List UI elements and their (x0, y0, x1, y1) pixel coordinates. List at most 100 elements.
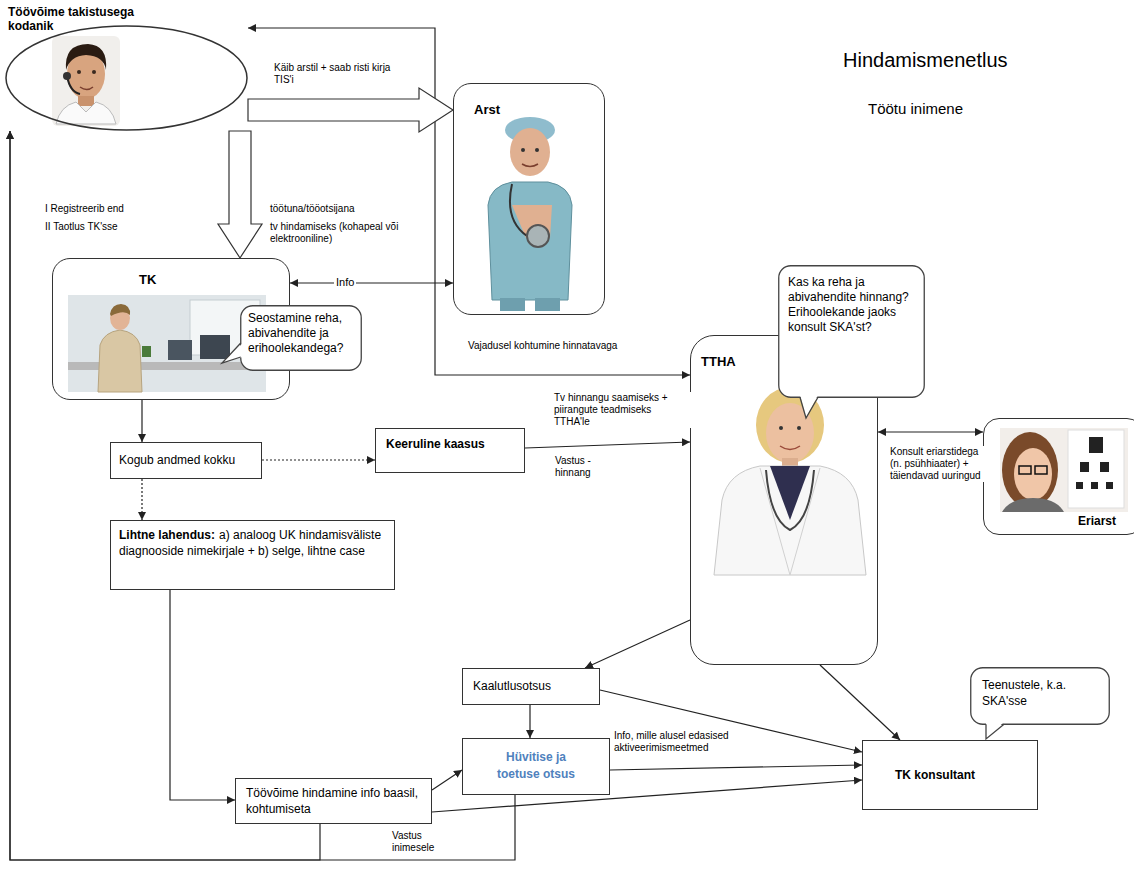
edge-group (10, 28, 983, 860)
lapel (760, 468, 790, 575)
note-label: Töötu inimene (868, 100, 963, 118)
actor-box: Eriarst (983, 418, 1134, 535)
process-box: TK konsultant (862, 740, 1038, 810)
bubble-tail (222, 343, 241, 363)
box-label: Seostamine reha, abivahendite ja erihool… (248, 311, 354, 356)
box-label: Eriarst (1078, 514, 1116, 529)
bubble-tail-fill (800, 395, 818, 418)
ellipse-shape (6, 26, 247, 130)
chart-mark (1106, 482, 1113, 489)
flow-arrow (529, 705, 530, 738)
box-label: Hüvitise ja toetuse otsus (489, 749, 583, 783)
white-coat (714, 466, 866, 575)
note-label: I Registreerib end (45, 203, 124, 215)
box-label: Teenustele, k.a. SKA'sse (982, 677, 1098, 709)
box-label: TK (139, 272, 289, 287)
flow-arrow (820, 665, 900, 740)
face (510, 128, 550, 176)
monitor (200, 335, 230, 359)
process-box: Keeruline kaasus (375, 428, 525, 473)
edge-label: Käib arstil + saab risti kirja TIS'i (272, 62, 394, 86)
dotted-arrow (141, 479, 142, 520)
process-box: Kaalutlusotsus (462, 668, 600, 705)
shoulders (1002, 498, 1064, 512)
hollow-arrow (248, 88, 453, 132)
glasses (1035, 466, 1047, 474)
citizen-photo (52, 36, 120, 126)
flow-arrow (585, 620, 690, 668)
suit (98, 330, 142, 392)
hair (1002, 432, 1058, 508)
leg (535, 298, 560, 311)
box-label: Kas ka reha ja abivahendite hinnang? Eri… (788, 275, 915, 335)
process-box: Lihtne lahendus:a) analoog UK hindamisvä… (110, 520, 395, 590)
speech-bubble: Kas ka reha ja abivahendite hinnang? Eri… (778, 265, 925, 398)
speech-bubble: Seostamine reha, abivahendite ja erihool… (240, 305, 362, 371)
flow-arrow (170, 590, 235, 800)
note-label: töötuna/tööotsijana (270, 203, 355, 215)
specialist-photo (1000, 428, 1128, 512)
neck (78, 96, 94, 106)
leg (500, 298, 525, 311)
box-label: Kaalutlusotsus (473, 679, 589, 694)
bubble-tail (800, 397, 818, 418)
stethoscope-tube (510, 184, 527, 236)
face (1014, 448, 1052, 500)
edge-label: Tv hinnangu saamiseks + piirangute teadm… (552, 392, 691, 428)
chart-mark (1080, 462, 1089, 472)
flow-arrow (290, 282, 453, 283)
chart-mark (1100, 462, 1109, 472)
glasses (1019, 466, 1031, 474)
mouth (780, 446, 800, 450)
edge-label: Vastus inimesele (390, 830, 446, 854)
photo-ground (52, 36, 120, 126)
box-label: Keeruline kaasus (386, 437, 514, 452)
box-label: Arst (474, 102, 584, 117)
speech-bubble: Teenustele, k.a. SKA'sse (970, 667, 1110, 725)
stethoscope (527, 225, 549, 247)
process-box: Töövõime hindamine info baasil, kohtumis… (235, 778, 432, 824)
desk (68, 362, 266, 370)
edge-label: Konsult eriarstidega (n. psühhiaater) + … (888, 446, 984, 482)
hollow-arrow (218, 131, 262, 258)
actor-box: Arst (453, 83, 605, 315)
box-label: Töövõime takistusega kodanik (8, 5, 158, 33)
stethoscope (766, 470, 814, 530)
mug (142, 346, 151, 357)
decision-box: Hüvitise ja toetuse otsus (462, 738, 610, 795)
edge-label: Info, mille alusel edasised aktiveerimis… (612, 730, 754, 754)
box-heading: Lihtne lahendus: (119, 528, 215, 542)
note-label: Vastus - hinnang (555, 455, 605, 479)
actor-ellipse: Töövõime takistusega kodanik (5, 25, 248, 131)
bubble-tail (986, 724, 1004, 739)
eye (521, 148, 525, 152)
dotted-arrow (262, 459, 375, 460)
blouse (770, 466, 810, 520)
office-photo (68, 295, 266, 392)
mouth (522, 164, 538, 167)
flow-arrow (248, 28, 690, 375)
mouth (80, 87, 93, 90)
eye (92, 70, 96, 74)
chart-mark (1089, 437, 1103, 453)
eye (77, 70, 81, 74)
box-label: Kogub andmed kokku (119, 453, 253, 468)
hair (110, 304, 130, 316)
flow-arrow (10, 131, 515, 860)
box-label: TK konsultant (895, 768, 1027, 782)
bubble-body (971, 668, 1110, 725)
chart-mark (1076, 482, 1083, 489)
hair (756, 387, 824, 463)
doctor-photo (488, 117, 572, 311)
hair (66, 44, 106, 70)
lapel (790, 468, 820, 575)
monitor (168, 340, 192, 360)
bubble-body (241, 306, 362, 371)
assessor-photo (714, 387, 866, 575)
flow-arrow (878, 431, 983, 432)
diagram-title: Hindamismenetlus (843, 48, 1008, 72)
bubble-body (779, 266, 925, 398)
note-label: II Taotlus TK'sse (45, 221, 118, 233)
